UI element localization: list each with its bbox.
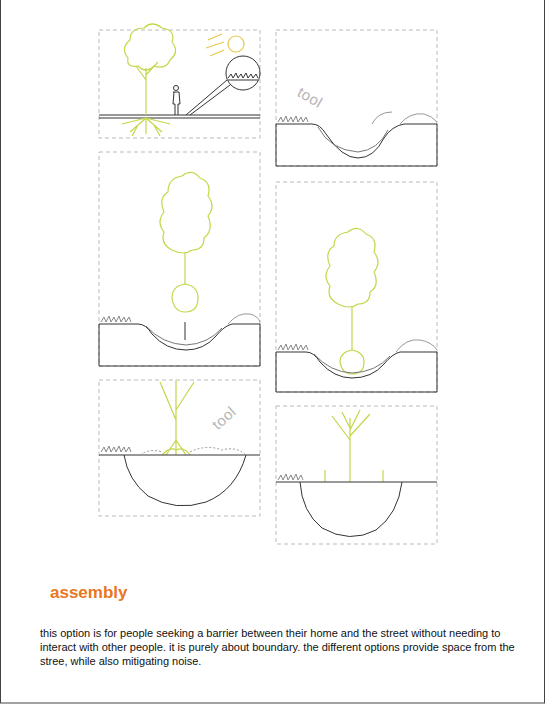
heading: assembly bbox=[50, 583, 128, 603]
tree bbox=[160, 380, 194, 455]
grass bbox=[278, 116, 308, 122]
panel-place bbox=[276, 228, 437, 392]
stake bbox=[324, 470, 325, 482]
person-body bbox=[173, 92, 180, 115]
ditch-inner bbox=[146, 326, 222, 345]
panel-backfill bbox=[99, 380, 260, 506]
motion-arc bbox=[372, 112, 392, 124]
tree-roots bbox=[122, 118, 170, 136]
panel-frames bbox=[99, 30, 437, 544]
person-head bbox=[174, 86, 179, 91]
drop-line bbox=[185, 322, 186, 340]
tree-trunk bbox=[160, 380, 194, 455]
ground-line bbox=[99, 118, 260, 119]
sun-disc bbox=[228, 36, 244, 52]
tool-label: tool bbox=[208, 403, 239, 433]
grass bbox=[101, 446, 131, 452]
magnifier bbox=[186, 56, 260, 115]
tool-label: tool bbox=[295, 83, 326, 111]
ground bbox=[99, 446, 260, 506]
panel-frame bbox=[99, 30, 260, 138]
ground bbox=[276, 340, 437, 392]
soil-mound bbox=[228, 314, 260, 324]
ground bbox=[276, 474, 437, 537]
backfill-soil bbox=[140, 447, 246, 455]
soil-mound bbox=[396, 340, 437, 352]
grass bbox=[278, 474, 303, 480]
sun-ray bbox=[210, 50, 224, 56]
stake bbox=[382, 470, 383, 482]
leader-line bbox=[186, 80, 227, 115]
panel-lower bbox=[99, 172, 260, 366]
panel-frame bbox=[276, 30, 437, 166]
root-ball bbox=[162, 449, 190, 455]
soil-mound bbox=[400, 114, 437, 124]
leader-line bbox=[190, 85, 230, 115]
panel-dig bbox=[276, 112, 437, 166]
magnifier-circle bbox=[226, 56, 260, 90]
root-ball bbox=[340, 350, 364, 374]
panel-site bbox=[99, 24, 260, 136]
tree-trunk bbox=[351, 306, 352, 350]
planting-bowl bbox=[300, 482, 402, 537]
tree-crown bbox=[160, 172, 212, 253]
grass-detail bbox=[228, 73, 258, 80]
person bbox=[173, 86, 180, 116]
ground-block bbox=[99, 324, 260, 366]
ground-line bbox=[99, 455, 260, 456]
tree-crown bbox=[326, 228, 378, 307]
sun bbox=[206, 34, 244, 56]
root-ball bbox=[172, 284, 198, 312]
panel-frame bbox=[276, 182, 437, 392]
tree-trunk bbox=[332, 410, 370, 482]
ditch-inner bbox=[318, 127, 388, 152]
tree-trunk bbox=[184, 252, 185, 284]
ground-block bbox=[276, 124, 437, 166]
ditch-profile bbox=[276, 352, 400, 378]
ground bbox=[99, 314, 260, 366]
tree bbox=[326, 228, 378, 374]
tree bbox=[160, 172, 212, 312]
panel-frame bbox=[99, 152, 260, 366]
grass bbox=[101, 316, 131, 322]
tree-crown bbox=[124, 24, 175, 70]
ditch-profile bbox=[276, 124, 404, 158]
body-text: this option is for people seeking a barr… bbox=[40, 626, 532, 668]
panel-finished bbox=[276, 410, 437, 537]
panel-frame bbox=[276, 406, 437, 544]
tree bbox=[325, 410, 383, 482]
tree bbox=[122, 24, 176, 136]
panel-frame bbox=[99, 380, 260, 516]
planting-bowl bbox=[124, 455, 246, 506]
sun-ray bbox=[206, 42, 224, 48]
sun-ray bbox=[208, 34, 222, 40]
ditch-profile bbox=[99, 324, 232, 350]
ground-line bbox=[99, 115, 260, 116]
ditch-inner bbox=[314, 354, 390, 373]
ground-block bbox=[276, 352, 437, 392]
grass bbox=[278, 344, 308, 350]
